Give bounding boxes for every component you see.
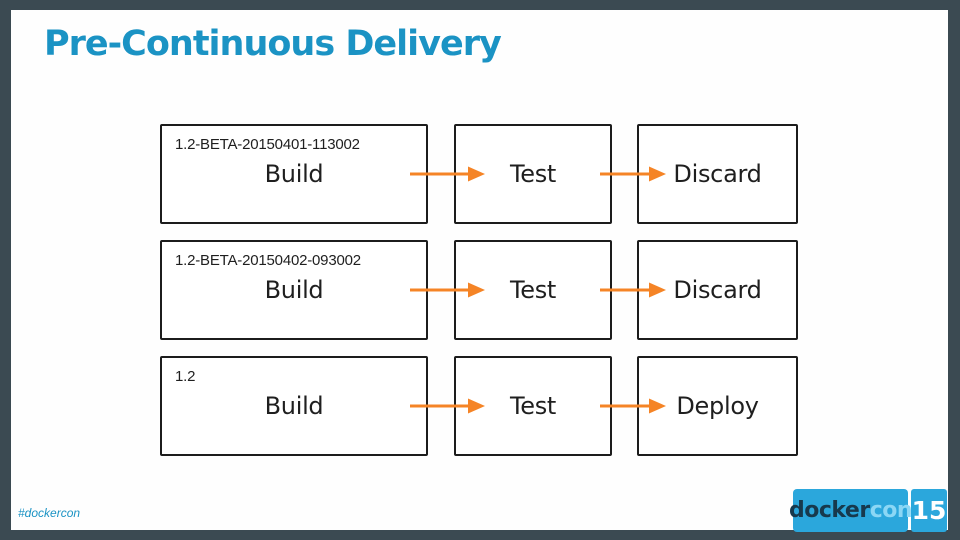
pipeline-row: 1.2-BETA-20150401-113002 Build Test Disc… bbox=[0, 124, 960, 224]
logo-con-text: con bbox=[869, 498, 913, 523]
version-label: 1.2-BETA-20150402-093002 bbox=[175, 252, 361, 269]
build-box: 1.2-BETA-20150402-093002 Build bbox=[160, 240, 428, 340]
stage-label: Discard bbox=[673, 276, 762, 304]
stage-label: Build bbox=[264, 392, 324, 420]
slide-title: Pre-Continuous Delivery bbox=[44, 24, 502, 64]
flow-arrow-icon bbox=[600, 398, 666, 414]
flow-arrow-icon bbox=[410, 398, 485, 414]
stage-label: Deploy bbox=[676, 392, 759, 420]
logo-docker-text: docker bbox=[788, 498, 870, 523]
page-number-badge: 15 bbox=[911, 489, 947, 532]
stage-label: Test bbox=[509, 276, 557, 304]
version-label: 1.2-BETA-20150401-113002 bbox=[175, 136, 360, 153]
stage-label: Test bbox=[509, 160, 557, 188]
footer-hashtag: #dockercon bbox=[18, 506, 81, 520]
flow-arrow-icon bbox=[410, 282, 485, 298]
stage-label: Build bbox=[264, 276, 324, 304]
build-box: 1.2 Build bbox=[160, 356, 428, 456]
stage-label: Discard bbox=[673, 160, 762, 188]
pipeline-row: 1.2 Build Test Deploy bbox=[0, 356, 960, 456]
stage-label: Test bbox=[509, 392, 557, 420]
flow-arrow-icon bbox=[600, 166, 666, 182]
build-box: 1.2-BETA-20150401-113002 Build bbox=[160, 124, 428, 224]
version-label: 1.2 bbox=[175, 368, 196, 385]
flow-arrow-icon bbox=[410, 166, 485, 182]
page-number: 15 bbox=[911, 496, 947, 525]
flow-arrow-icon bbox=[600, 282, 666, 298]
pipeline-row: 1.2-BETA-20150402-093002 Build Test Disc… bbox=[0, 240, 960, 340]
stage-label: Build bbox=[264, 160, 324, 188]
